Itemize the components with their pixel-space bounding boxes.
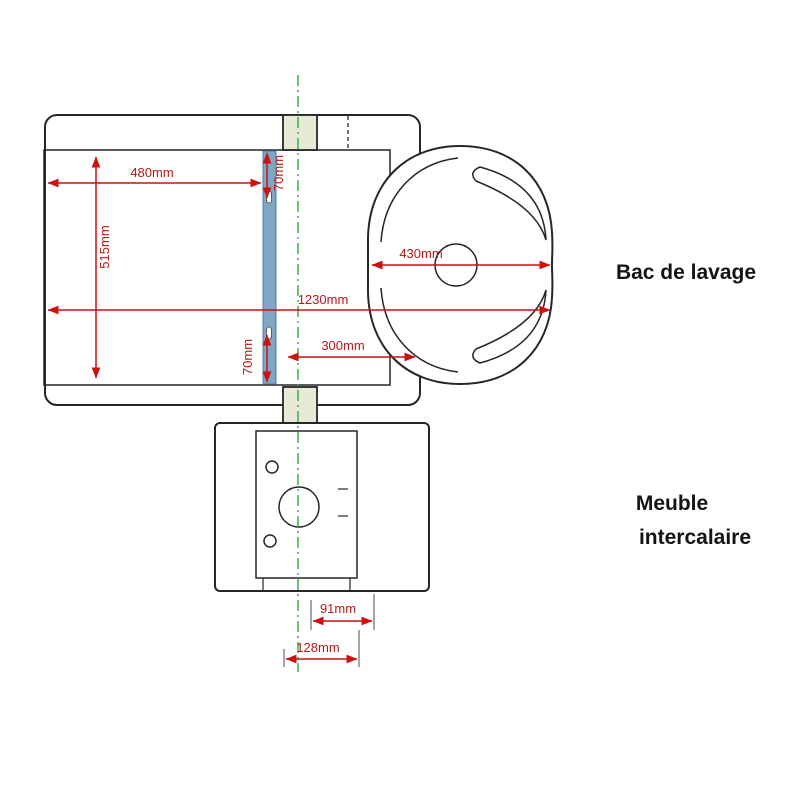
dim-label-480: 480mm xyxy=(130,165,173,180)
dim-label-430: 430mm xyxy=(399,246,442,261)
connector-block-top xyxy=(282,114,318,151)
dim-label-515: 515mm xyxy=(97,225,112,268)
bowl-crescent-top xyxy=(472,166,547,241)
bowl-inner-rim-top xyxy=(380,157,459,243)
basin-annotation: Bac de lavage xyxy=(616,261,756,284)
connector-block-middle xyxy=(282,386,318,425)
divider-strip xyxy=(262,150,277,385)
plate-hole-center xyxy=(278,486,320,528)
cabinet-annotation-line2: intercalaire xyxy=(639,526,751,549)
dim-label-1230: 1230mm xyxy=(298,292,349,307)
dim-label-91: 91mm xyxy=(320,601,356,616)
dim-label-70-bottom: 70mm xyxy=(240,339,255,375)
bowl-inner-rim-bottom xyxy=(380,287,459,373)
dim-label-300: 300mm xyxy=(321,338,364,353)
dim-label-70-top: 70mm xyxy=(271,155,286,191)
plate-hole-bottom xyxy=(263,534,277,548)
dim-label-128: 128mm xyxy=(296,640,339,655)
cabinet-mounting-plate xyxy=(255,430,358,579)
cabinet-outline xyxy=(214,422,430,592)
cabinet-annotation-line1: Meuble xyxy=(636,492,708,515)
plate-hole-top xyxy=(265,460,279,474)
